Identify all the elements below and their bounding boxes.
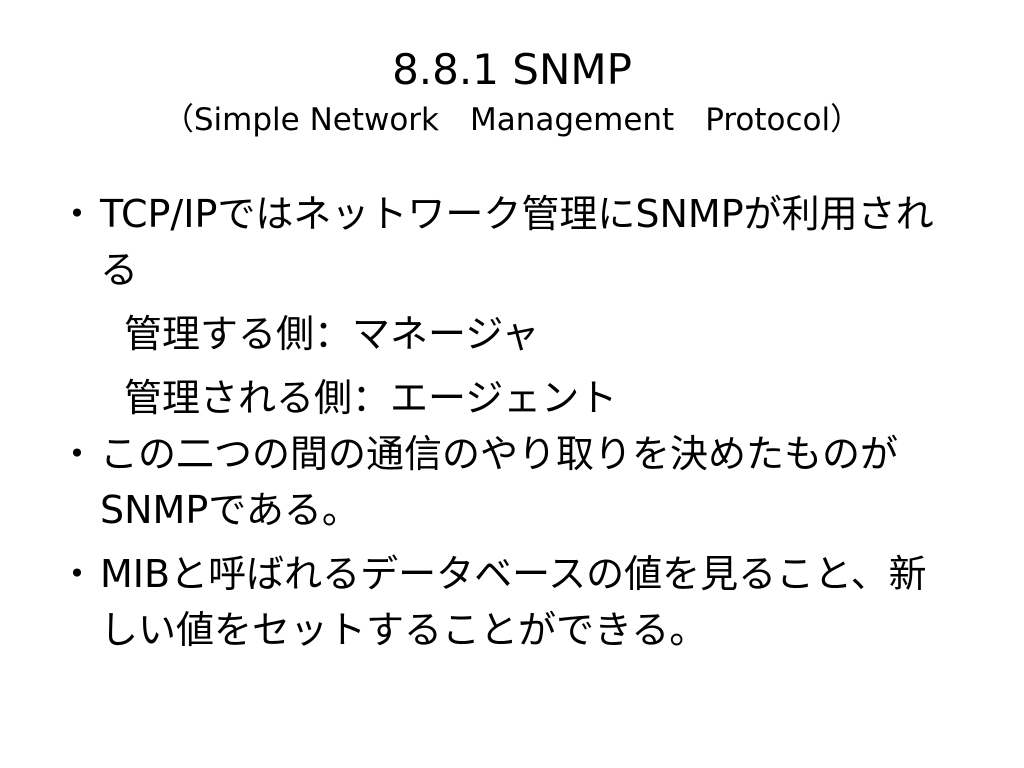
bullet-marker: ・ xyxy=(58,432,97,476)
bullet-marker: ・ xyxy=(58,192,97,236)
role-manager: 管理する側：マネージャ xyxy=(124,312,540,356)
slide-title: 8.8.1 SNMP （Simple Network Management Pr… xyxy=(0,42,1024,142)
bullet-text: この二つの間の通信のやり取りを決めたものがSNMPである。 xyxy=(100,432,899,532)
bullet-list: ・ TCP/IPではネットワーク管理にSNMPが利用される 管理する側：マネージ… xyxy=(0,186,1024,658)
bullet-marker: ・ xyxy=(58,552,97,596)
title-subtitle: （Simple Network Management Protocol） xyxy=(162,102,862,138)
title-main: 8.8.1 SNMP xyxy=(392,45,632,94)
bullet-text: MIBと呼ばれるデータベースの値を見ること、新しい値をセットすることができる。 xyxy=(100,552,927,652)
bullet-text: TCP/IPではネットワーク管理にSNMPが利用される xyxy=(100,192,934,292)
bullet-item-snmp-usage: ・ TCP/IPではネットワーク管理にSNMPが利用される xyxy=(0,186,960,298)
role-agent: 管理される側：エージェント xyxy=(124,376,618,420)
bullet-item-mib: ・ MIBと呼ばれるデータベースの値を見ること、新しい値をセットすることができる… xyxy=(0,546,960,658)
bullet-item-snmp-definition: ・ この二つの間の通信のやり取りを決めたものがSNMPである。 xyxy=(0,426,960,538)
